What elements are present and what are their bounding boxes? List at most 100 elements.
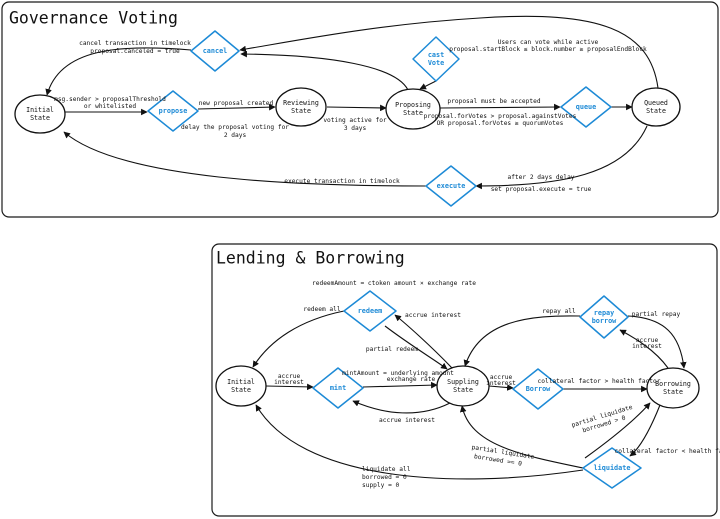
gov-label-voting-1: voting active for xyxy=(323,117,387,124)
lend-edge-suppling-mint xyxy=(352,400,451,414)
gov-reviewing-state-label: Reviewing xyxy=(283,99,319,107)
gov-edge-proposing-cancel xyxy=(240,50,409,91)
lend-edge-repay-borrowing xyxy=(627,315,687,369)
lend-edge-redeem-initial xyxy=(252,310,345,368)
lend-label-accrue-borrow-2: interest xyxy=(632,343,662,350)
lend-borrowing-state-label: Borrowing xyxy=(655,380,691,388)
gov-label-new-proposal: new proposal created xyxy=(199,100,274,107)
gov-label-voting-2: 3 days xyxy=(344,125,367,132)
lend-repay-action-label: borrow xyxy=(592,317,617,325)
gov-initial-state-label: State xyxy=(30,114,50,122)
gov-proposing-state-label: State xyxy=(403,109,423,117)
gov-execute-action-shape xyxy=(425,165,477,207)
gov-label-cancel-top: cancel transaction in timelock xyxy=(79,40,191,47)
lend-label-accrue-mint: accrue interest xyxy=(379,417,435,424)
lend-edge-repay-suppling xyxy=(463,315,581,367)
gov-proposing-state-label: Proposing xyxy=(395,101,431,109)
lending-title: Lending & Borrowing xyxy=(216,249,405,268)
lend-redeem-action-shape xyxy=(343,290,397,332)
gov-edge-reviewing-proposing xyxy=(326,104,387,112)
gov-cast-vote-action-label: cast xyxy=(428,51,444,59)
gov-queue-action-shape xyxy=(560,86,612,128)
lend-label-partial-repay: partial repay xyxy=(632,311,681,318)
lend-edge-liquidate-borrowing xyxy=(584,402,651,459)
gov-proposing-state-shape xyxy=(385,88,441,130)
gov-execute-action-label: execute xyxy=(437,182,466,190)
lend-suppling-state-shape xyxy=(436,365,490,407)
lend-edge-initial-mint xyxy=(265,383,314,391)
lend-label-liq-all-1: liquidate all xyxy=(362,466,411,473)
lend-label-accrue-redeem: accrue interest xyxy=(405,312,461,319)
lend-borrowing-state-shape xyxy=(646,367,700,409)
lend-repay-action-shape xyxy=(579,295,629,339)
gov-label-cancel-bottom: proposal.canceled = true xyxy=(90,48,180,55)
lend-repay-action-label: repay xyxy=(594,309,614,317)
lend-label-liq-all-2: borrowed = 0 xyxy=(362,474,407,481)
lend-redeem-action-label: redeem xyxy=(358,307,383,315)
lend-label-liq-all-3: supply = 0 xyxy=(362,482,400,489)
gov-edge-propose-reviewing xyxy=(197,103,276,111)
gov-queue-action-label: queue xyxy=(576,103,596,111)
lend-label-accrue-init-2: interest xyxy=(274,379,304,386)
lend-edge-mint-suppling xyxy=(362,381,438,389)
lend-redeem-action[interactable]: redeem xyxy=(343,290,397,332)
lend-suppling-state-label: Suppling xyxy=(447,378,479,386)
gov-cast-vote-action-label: Vote xyxy=(428,59,444,67)
gov-propose-action-shape xyxy=(147,90,199,132)
lend-liquidate-action-shape xyxy=(582,447,642,489)
gov-queued-state-label: Queued xyxy=(644,99,668,107)
gov-edge-queued-cancel xyxy=(239,15,659,89)
gov-label-sender-1: msg.sender > proposalThreshold xyxy=(54,96,166,103)
gov-label-delay-1: delay the proposal voting for xyxy=(181,124,289,131)
lend-initial-state-label: State xyxy=(231,386,251,394)
gov-note-line1: Users can vote while active xyxy=(498,39,599,46)
lend-label-partial-redeem: partial redeem xyxy=(366,346,418,353)
lend-label-accrue-init-1: accrue xyxy=(278,373,301,380)
lend-label-accrue-borrow-1: accrue xyxy=(636,337,659,344)
lend-label-accrue-supply-1: accrue xyxy=(490,374,513,381)
gov-queued-state-shape xyxy=(631,87,681,127)
gov-propose-action[interactable]: propose xyxy=(147,90,199,132)
lend-initial-state-shape xyxy=(215,365,267,407)
gov-label-after-delay: after 2 days delay xyxy=(507,174,574,181)
lend-mint-action[interactable]: mint xyxy=(312,367,364,409)
lend-initial-state-label: Initial xyxy=(227,378,255,386)
gov-label-execute-set: set proposal.execute = true xyxy=(491,186,592,193)
lend-borrowing-state-label: State xyxy=(663,388,683,396)
gov-edge-vote-to-proposing xyxy=(419,80,437,90)
governance-panel xyxy=(1,1,719,218)
gov-cancel-action[interactable]: cancel xyxy=(190,30,240,72)
gov-execute-action[interactable]: execute xyxy=(425,165,477,207)
gov-queued-state-label: State xyxy=(646,107,666,115)
lend-edge-borrowing-liquidate xyxy=(629,404,661,457)
lend-label-mint-amount-2: exchange rate xyxy=(387,376,436,383)
gov-cancel-action-shape xyxy=(190,30,240,72)
gov-label-must-accept: proposal must be accepted xyxy=(447,98,540,105)
lend-borrow-action-label: Borrow xyxy=(526,385,551,393)
gov-label-votes-2: OR proposal.forVotes ≥ quorumVotes xyxy=(437,120,564,127)
gov-cast-vote-action-shape xyxy=(412,36,460,82)
governance-title: Governance Voting xyxy=(9,9,178,28)
lend-liquidate-action-label: liquidate xyxy=(594,464,631,472)
gov-reviewing-state-label: State xyxy=(291,107,311,115)
gov-queue-action[interactable]: queue xyxy=(560,86,612,128)
lend-edge-redeem-suppling xyxy=(384,325,448,370)
gov-edge-proposing-queue xyxy=(439,103,561,111)
lend-mint-action-shape xyxy=(312,367,364,409)
lend-label-mint-amount-1: mintAmount = underlying amount xyxy=(342,370,454,377)
gov-reviewing-state-shape xyxy=(275,87,327,127)
lend-liquidate-action[interactable]: liquidate xyxy=(582,447,642,489)
lend-borrow-action[interactable]: Borrow xyxy=(512,368,564,410)
gov-note-line2: proposal.startBlock ≤ block.number ≥ pro… xyxy=(449,46,647,53)
gov-edge-cancel-initial xyxy=(45,47,192,96)
lend-label-collateral-lt: collateral factor < health factor xyxy=(615,448,720,455)
